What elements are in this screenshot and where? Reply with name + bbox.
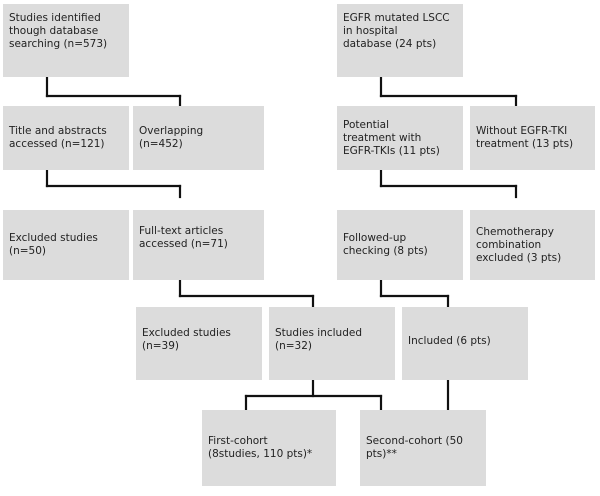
egfr-mutated-lscc-box: EGFR mutated LSCC in hospital database (… (337, 4, 463, 77)
fulltext-articles-box: Full-text articles accessed (n=71) (133, 210, 264, 280)
excluded-studies-50-box: Excluded studies (n=50) (3, 210, 129, 280)
first-cohort-box: First-cohort (8studies, 110 pts)* (202, 410, 336, 486)
included-6-box: Included (6 pts) (402, 307, 528, 380)
second-cohort-box: Second-cohort (50 pts)** (360, 410, 486, 486)
studies-included-32-box: Studies included (n=32) (269, 307, 395, 380)
without-tki-box: Without EGFR-TKI treatment (13 pts) (470, 106, 595, 170)
followup-checking-box: Followed-up checking (8 pts) (337, 210, 463, 280)
potential-tki-box: Potential treatment with EGFR-TKIs (11 p… (337, 106, 463, 170)
chemo-excluded-box: Chemotherapy combination excluded (3 pts… (470, 210, 595, 280)
studies-identified-box: Studies identified though database searc… (3, 4, 129, 77)
overlapping-box: Overlapping (n=452) (133, 106, 264, 170)
excluded-studies-39-box: Excluded studies (n=39) (136, 307, 262, 380)
title-abstracts-box: Title and abstracts accessed (n=121) (3, 106, 129, 170)
